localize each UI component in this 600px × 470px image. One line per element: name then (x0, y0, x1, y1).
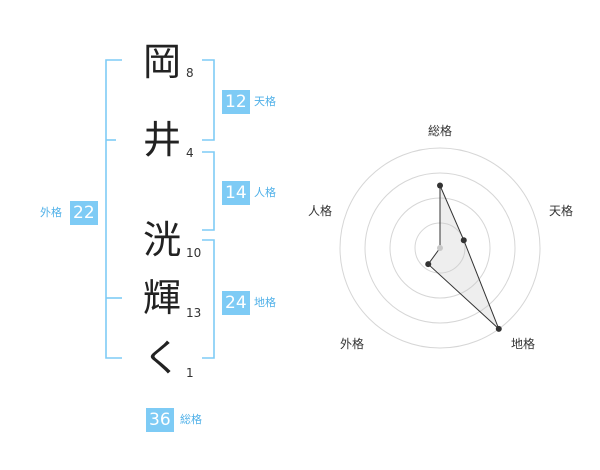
tenkaku-bracket (202, 59, 215, 141)
tenkaku-label: 天格 (254, 95, 276, 108)
radar-ring-4 (339, 147, 541, 349)
radar-point-2 (460, 237, 467, 244)
gaikaku-label: 外格 (40, 206, 62, 219)
soukaku-label: 総格 (180, 413, 202, 426)
name-char-5: く (142, 336, 181, 380)
chikaku-label: 地格 (254, 296, 276, 309)
soukaku-value: 36 (146, 408, 174, 432)
jinkaku-label: 人格 (254, 186, 276, 199)
jinkaku-bracket (202, 151, 215, 231)
stroke-count-2: 4 (186, 146, 194, 160)
radar-axis-label-jinkaku: 人格 (308, 204, 333, 218)
radar-polygon (427, 185, 500, 330)
bracket-lines (105, 59, 215, 359)
stroke-count-3: 10 (186, 246, 202, 260)
radar-chart (339, 147, 541, 349)
name-char-3: 洸 (142, 218, 181, 262)
name-char-4: 輝 (142, 276, 181, 320)
radar-point-1 (437, 182, 443, 189)
radar-point-4 (425, 261, 432, 268)
stroke-count-5: 1 (186, 366, 194, 380)
radar-axis-label-tenkaku: 天格 (549, 204, 574, 218)
radar-point-3 (495, 325, 502, 332)
radar-center-point (437, 245, 443, 251)
gaikaku-bracket (105, 59, 122, 359)
gaikaku-value: 22 (70, 201, 98, 225)
chikaku-bracket (202, 239, 215, 359)
tenkaku-value: 12 (222, 90, 250, 114)
radar-axis-label-chikaku: 地格 (511, 337, 536, 351)
stroke-count-1: 8 (186, 66, 194, 80)
name-char-1: 岡 (142, 40, 181, 84)
jinkaku-value: 14 (222, 181, 250, 205)
radar-ring-3 (364, 172, 516, 324)
name-char-2: 井 (142, 118, 181, 162)
chikaku-value: 24 (222, 291, 250, 315)
radar-axis-label-gaikaku: 外格 (340, 337, 365, 351)
stroke-count-4: 13 (186, 306, 202, 320)
radar-axis-label-soukaku: 総格 (428, 124, 453, 138)
